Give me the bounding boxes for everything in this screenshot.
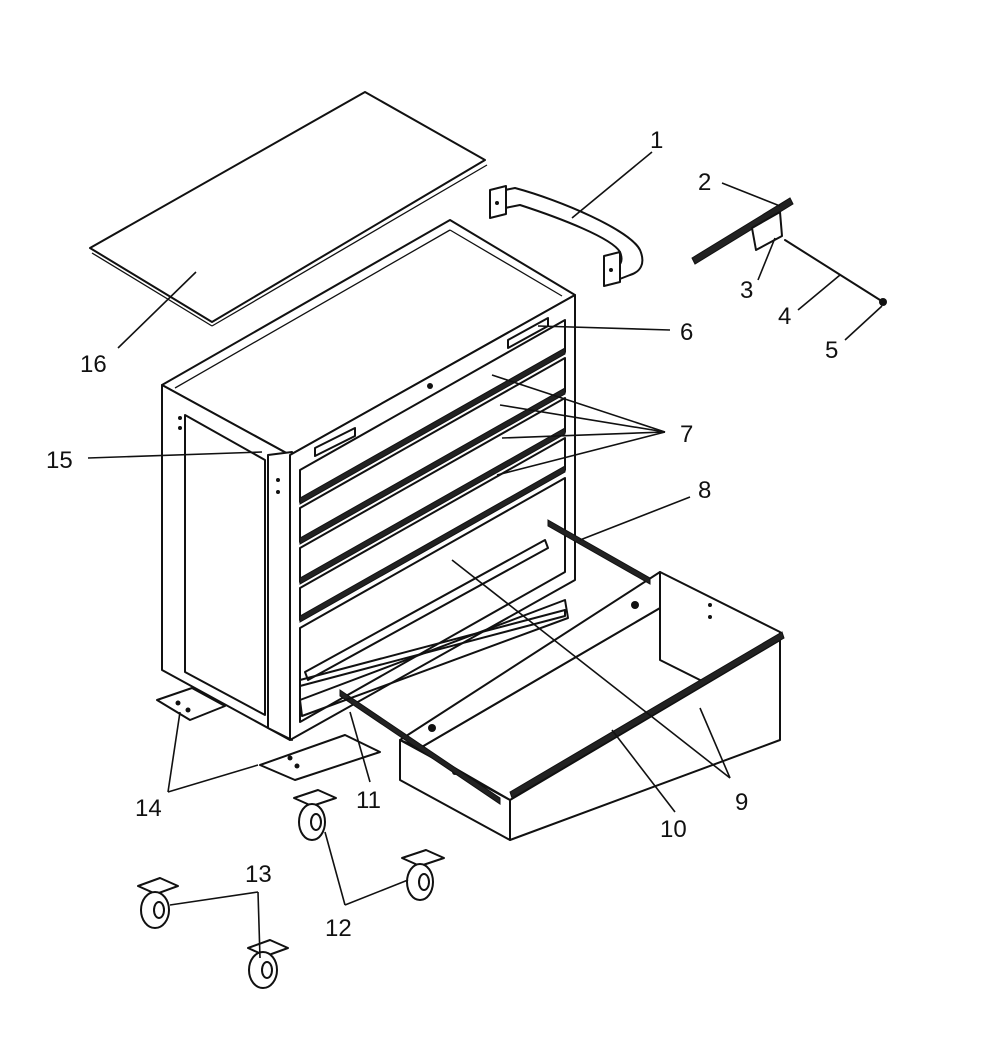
lock-bracket xyxy=(751,211,783,251)
caster-plate-right xyxy=(259,734,381,781)
bottom-drawer xyxy=(399,571,785,841)
rod-end-cap xyxy=(879,298,887,306)
callout-14: 14 xyxy=(135,795,162,822)
lock-bar xyxy=(691,197,794,265)
callout-1: 1 xyxy=(650,127,663,154)
callout-4: 4 xyxy=(778,303,791,330)
callout-6: 6 xyxy=(680,319,693,346)
caster-12a xyxy=(293,789,337,841)
callout-3: 3 xyxy=(740,277,753,304)
top-mat xyxy=(89,91,488,327)
callout-12: 12 xyxy=(325,915,352,942)
callout-labels: 1 2 3 4 5 6 7 8 9 10 11 12 13 14 15 16 xyxy=(46,127,838,942)
caster-13b xyxy=(247,939,289,989)
caster-12b xyxy=(401,849,445,901)
callout-7: 7 xyxy=(680,421,693,448)
lock-bar-assembly xyxy=(691,197,887,306)
handle xyxy=(489,185,644,287)
callout-10: 10 xyxy=(660,816,687,843)
drawer-slides xyxy=(299,519,651,805)
caster-plates xyxy=(156,687,381,781)
callout-11: 11 xyxy=(356,787,381,814)
leader-lines xyxy=(87,151,883,959)
callout-16: 16 xyxy=(80,351,107,378)
callout-5: 5 xyxy=(825,337,838,364)
lock-rod xyxy=(784,239,881,301)
callout-9: 9 xyxy=(735,789,748,816)
callout-2: 2 xyxy=(698,169,711,196)
callout-8: 8 xyxy=(698,477,711,504)
upper-slide xyxy=(547,519,651,585)
caster-13a xyxy=(137,877,179,929)
callout-15: 15 xyxy=(46,447,73,474)
lower-slide xyxy=(339,689,501,805)
callout-13: 13 xyxy=(245,861,272,888)
